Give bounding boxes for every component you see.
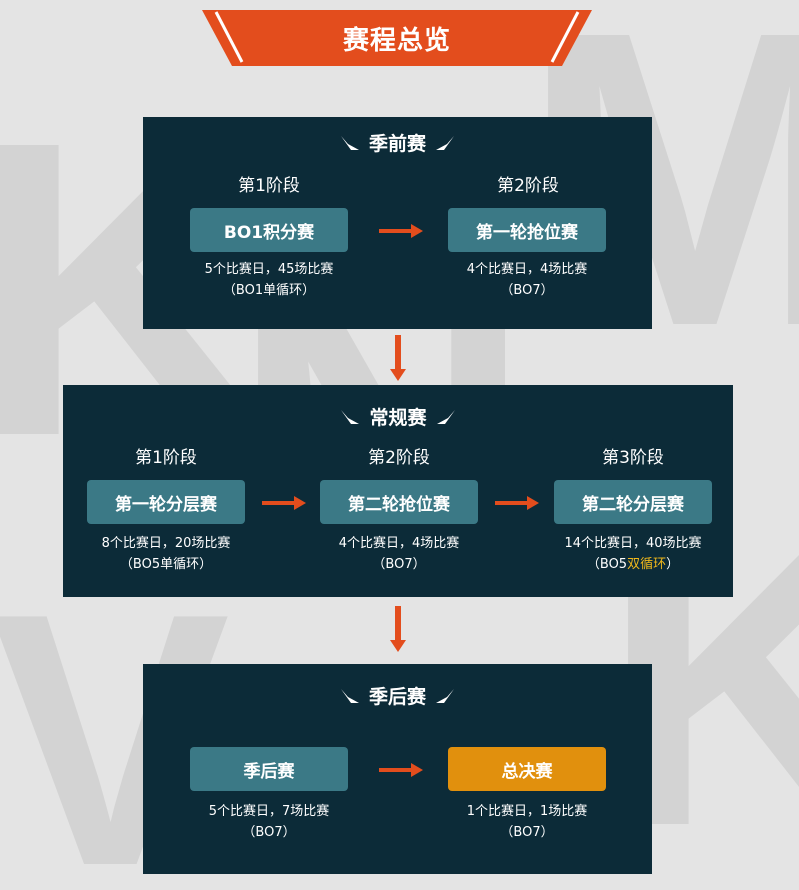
page-title: 赛程总览 bbox=[342, 25, 451, 56]
regular-stage3-info-line2: （BO5双循环） bbox=[533, 554, 733, 575]
regular-stage1-label: 第1阶段 bbox=[135, 448, 197, 468]
preseason-stage1-info-line1: 5个比赛日，45场比赛 bbox=[204, 262, 334, 277]
arrow-down-icon bbox=[390, 335, 406, 381]
info-suffix: ） bbox=[666, 557, 680, 572]
postseason-panel: 季后赛 季后赛 5个比赛日，7场比赛 （BO7） 总决赛 1个比赛日，1场比赛 … bbox=[143, 664, 652, 874]
preseason-stage1-info-line2: （BO1单循环） bbox=[222, 283, 316, 298]
right-slash-icon bbox=[436, 688, 454, 703]
banner-shape bbox=[202, 10, 592, 66]
preseason-stage2-info-line2: （BO7） bbox=[500, 283, 554, 298]
regular-stage2-info-line2: （BO7） bbox=[372, 557, 426, 572]
left-slash-icon bbox=[340, 688, 359, 703]
round2-tier-button[interactable]: 第二轮分层赛 bbox=[554, 480, 712, 524]
preseason-stage1-info: 5个比赛日，45场比赛 （BO1单循环） bbox=[169, 259, 369, 301]
round2-seeding-button[interactable]: 第二轮抢位赛 bbox=[320, 480, 478, 524]
finals-info: 1个比赛日，1场比赛 （BO7） bbox=[427, 801, 627, 843]
right-slash-icon bbox=[436, 135, 454, 150]
postseason-title: 季后赛 bbox=[368, 686, 426, 708]
regular-stage2-label: 第2阶段 bbox=[368, 448, 430, 468]
finals-info-line2: （BO7） bbox=[500, 825, 554, 840]
postseason-title-row: 季后赛 bbox=[143, 682, 652, 709]
double-round-highlight: 双循环 bbox=[627, 557, 667, 572]
playoffs-button[interactable]: 季后赛 bbox=[190, 747, 348, 791]
bo1-points-button[interactable]: BO1积分赛 bbox=[190, 208, 348, 252]
playoffs-info: 5个比赛日，7场比赛 （BO7） bbox=[169, 801, 369, 843]
arrow-right-icon bbox=[379, 224, 423, 238]
regular-stage1-info-line1: 8个比赛日，20场比赛 bbox=[101, 536, 231, 551]
playoffs-info-line1: 5个比赛日，7场比赛 bbox=[208, 804, 330, 819]
preseason-stage1-label: 第1阶段 bbox=[238, 176, 300, 196]
finals-info-line1: 1个比赛日，1场比赛 bbox=[466, 804, 588, 819]
regular-stage2-info: 4个比赛日，4场比赛 （BO7） bbox=[299, 533, 499, 575]
arrow-down-icon bbox=[390, 606, 406, 652]
regular-stage3-info-line1: 14个比赛日，40场比赛 bbox=[564, 536, 702, 551]
regular-season-panel: 常规赛 第1阶段 第一轮分层赛 8个比赛日，20场比赛 （BO5单循环） 第2阶… bbox=[63, 385, 733, 597]
arrow-right-icon bbox=[495, 496, 539, 510]
regular-stage1-info: 8个比赛日，20场比赛 （BO5单循环） bbox=[66, 533, 266, 575]
header-banner: 赛程总览 bbox=[202, 10, 592, 70]
regular-title-row: 常规赛 bbox=[63, 403, 733, 430]
finals-button[interactable]: 总决赛 bbox=[448, 747, 606, 791]
preseason-title: 季前赛 bbox=[368, 133, 426, 155]
regular-stage2-info-line1: 4个比赛日，4场比赛 bbox=[338, 536, 460, 551]
round1-seeding-button[interactable]: 第一轮抢位赛 bbox=[448, 208, 606, 252]
round1-tier-button[interactable]: 第一轮分层赛 bbox=[87, 480, 245, 524]
arrow-right-icon bbox=[262, 496, 306, 510]
arrow-right-icon bbox=[379, 763, 423, 777]
preseason-stage2-info: 4个比赛日，4场比赛 （BO7） bbox=[427, 259, 627, 301]
playoffs-info-line2: （BO7） bbox=[242, 825, 296, 840]
right-slash-icon bbox=[436, 409, 455, 424]
left-slash-icon bbox=[340, 135, 359, 150]
preseason-title-row: 季前赛 bbox=[143, 129, 652, 156]
info-prefix: （BO5 bbox=[586, 557, 628, 572]
preseason-stage2-info-line1: 4个比赛日，4场比赛 bbox=[466, 262, 588, 277]
regular-stage3-info: 14个比赛日，40场比赛 （BO5双循环） bbox=[533, 533, 733, 575]
left-slash-icon bbox=[341, 409, 360, 424]
regular-stage3-label: 第3阶段 bbox=[602, 448, 664, 468]
regular-title: 常规赛 bbox=[369, 407, 427, 429]
preseason-stage2-label: 第2阶段 bbox=[497, 176, 559, 196]
preseason-panel: 季前赛 第1阶段 BO1积分赛 5个比赛日，45场比赛 （BO1单循环） 第2阶… bbox=[143, 117, 652, 329]
regular-stage1-info-line2: （BO5单循环） bbox=[119, 557, 213, 572]
